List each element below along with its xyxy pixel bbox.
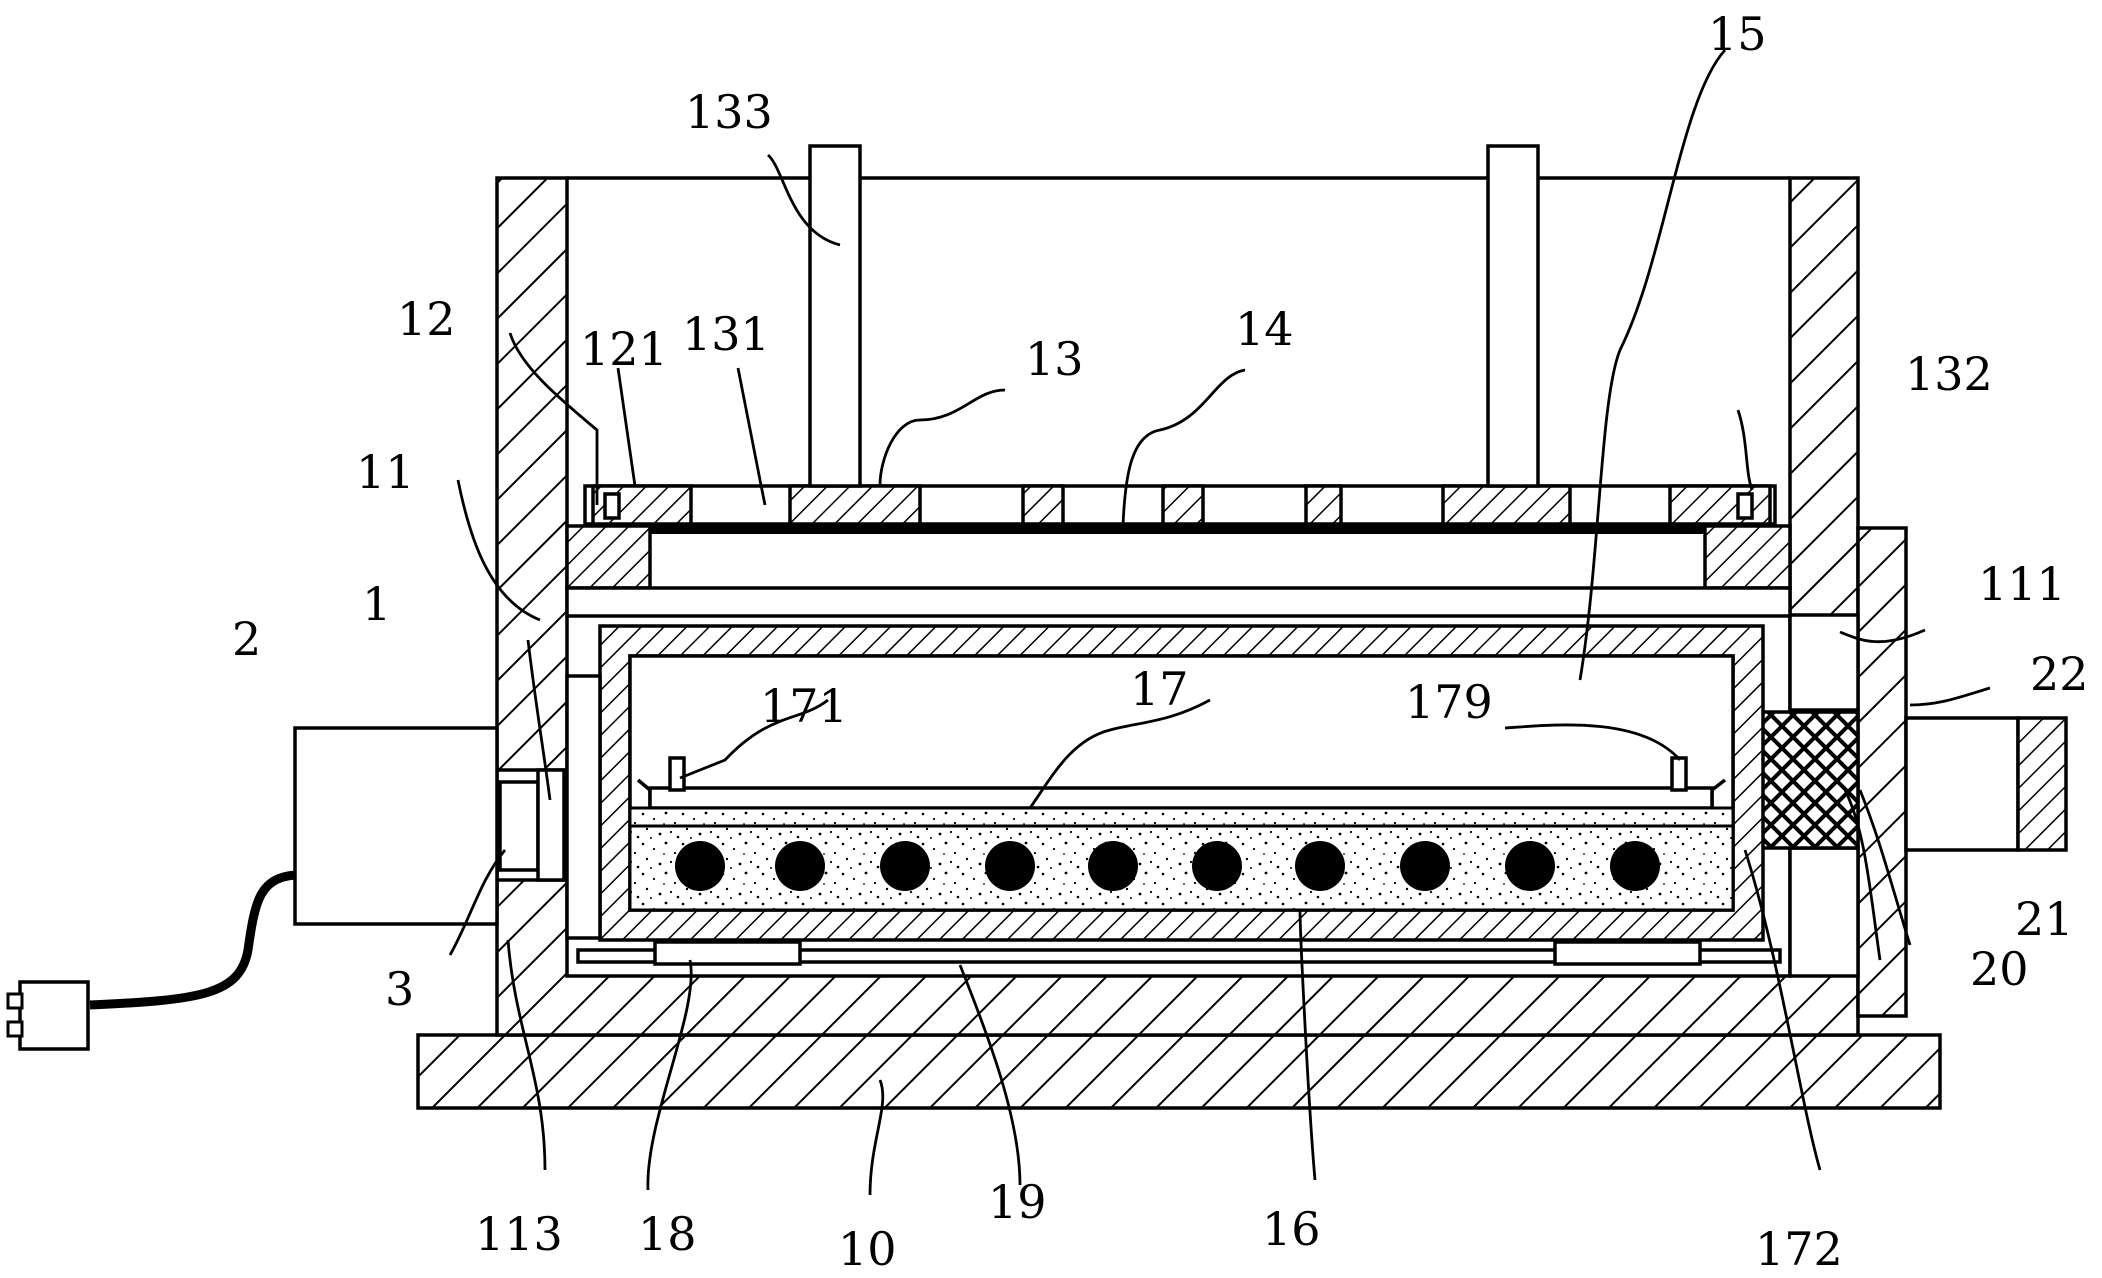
clip-179 (1670, 756, 1688, 792)
rod-left (808, 144, 862, 488)
inner-right-block-upper (1788, 613, 1860, 712)
label-21: 21 (2015, 892, 2074, 946)
plug-pin-bottom (6, 1020, 24, 1038)
small-pin-right (1736, 492, 1754, 520)
ball (1295, 841, 1345, 891)
tray-top-plate (648, 786, 1714, 810)
port-fitting-1 (536, 768, 566, 882)
label-11: 11 (356, 445, 415, 499)
ball (1400, 841, 1450, 891)
plate-seg-13 (788, 484, 922, 526)
label-3: 3 (385, 962, 414, 1016)
ball (675, 841, 725, 891)
outlet-pipe (1904, 716, 2020, 852)
ball (880, 841, 930, 891)
label-1: 1 (362, 577, 391, 631)
label-113: 113 (475, 1207, 563, 1261)
ball (775, 841, 825, 891)
rod-right (1486, 144, 1540, 488)
ball (1505, 841, 1555, 891)
label-16: 16 (1262, 1202, 1321, 1256)
bottom-rail (576, 948, 1782, 964)
frame-bar (565, 586, 1792, 618)
port-fitting-3 (498, 780, 540, 872)
label-172: 172 (1755, 1222, 1843, 1276)
ball (985, 841, 1035, 891)
slider-left (653, 940, 802, 966)
motor-block (293, 726, 499, 926)
ball (1088, 841, 1138, 891)
ball (1610, 841, 1660, 891)
plate-seg-132 (1668, 484, 1772, 526)
plate-seg-c (1304, 484, 1343, 526)
label-22: 22 (2030, 647, 2089, 701)
plate-seg-b (1161, 484, 1205, 526)
left-side-plate (565, 674, 602, 940)
label-20: 20 (1970, 942, 2029, 996)
plate-seg-a (1021, 484, 1065, 526)
label-10: 10 (838, 1222, 897, 1276)
label-179: 179 (1405, 675, 1493, 729)
clip-171 (668, 756, 686, 792)
label-14: 14 (1235, 302, 1294, 356)
label-2: 2 (232, 612, 261, 666)
base-plate (416, 1033, 1942, 1110)
membrane (650, 524, 1705, 534)
frame-right-block (1703, 524, 1792, 590)
label-133: 133 (685, 85, 773, 139)
label-171: 171 (760, 679, 848, 733)
leader-lines (448, 49, 1991, 1196)
ball (1192, 841, 1242, 891)
slider-right (1553, 940, 1702, 966)
label-131: 131 (682, 307, 770, 361)
label-13: 13 (1025, 332, 1084, 386)
mesh-filter (1753, 710, 1860, 850)
plug-pin-top (6, 992, 24, 1010)
power-plug (18, 980, 90, 1051)
label-111: 111 (1978, 557, 2066, 611)
balls (675, 841, 1660, 891)
right-housing-extension (1856, 526, 1908, 1018)
small-pin-left (603, 492, 621, 520)
outlet-cap (2016, 716, 2068, 852)
label-17: 17 (1130, 662, 1189, 716)
label-121: 121 (580, 322, 668, 376)
plate-seg-d (1441, 484, 1572, 526)
label-19: 19 (988, 1175, 1047, 1229)
substrate-layer (628, 806, 1735, 828)
label-12: 12 (397, 292, 456, 346)
inner-right-block-lower (1788, 846, 1860, 978)
label-15: 15 (1708, 7, 1767, 61)
power-cable (89, 870, 296, 1010)
frame-left-block (565, 524, 652, 590)
label-18: 18 (638, 1207, 697, 1261)
label-132: 132 (1905, 347, 1993, 401)
